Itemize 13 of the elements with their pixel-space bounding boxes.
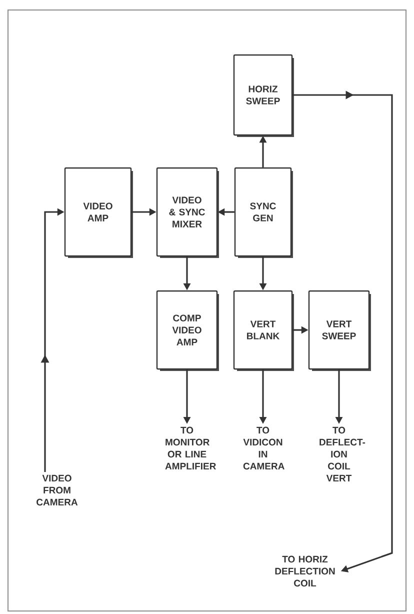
caption-text: TO HORIZ DEFLECTION COIL: [275, 556, 335, 587]
caption-text: VIDEO FROM CAMERA: [36, 474, 78, 506]
caption-text: TO MONITOR OR LINE AMPLIFIER: [165, 426, 216, 470]
block-box: VERT BLANK: [233, 290, 294, 371]
block-box: SYNC GEN: [234, 167, 293, 258]
caption-text: TO DEFLECT- ION COIL VERT: [320, 426, 366, 482]
block-box: VIDEO AMP: [64, 167, 133, 258]
caption-text: TO VIDICON IN CAMERA: [243, 426, 284, 470]
block-box: VERT SWEEP: [308, 290, 371, 371]
block-box: VIDEO & SYNC MIXER: [156, 167, 219, 258]
block-box: COMP VIDEO AMP: [156, 290, 219, 371]
block-box: HORIZ SWEEP: [233, 54, 294, 137]
arrow: [292, 90, 393, 572]
